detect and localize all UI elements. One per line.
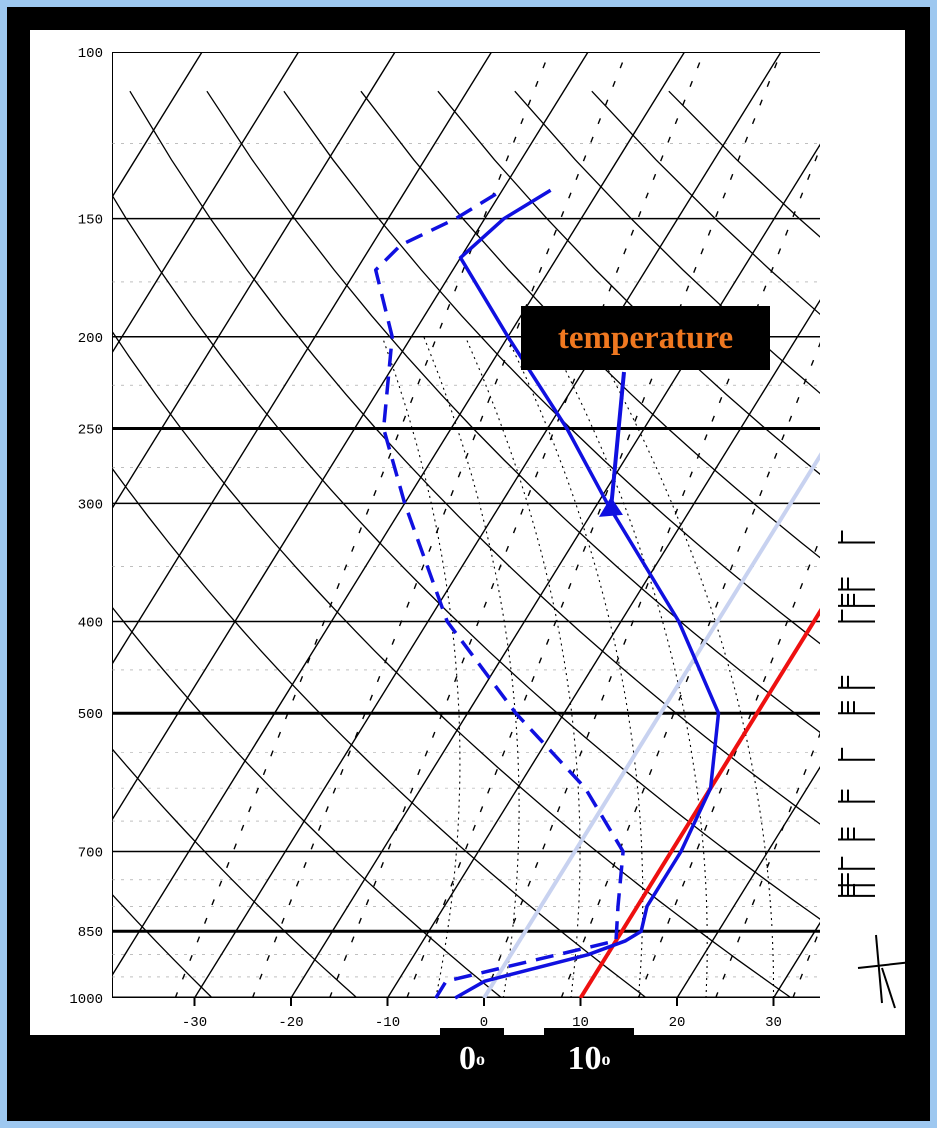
isotherm--60 [112, 52, 493, 666]
temp-tick-30: 30 [765, 1015, 782, 1031]
isotherm-20 [676, 766, 820, 998]
moist-adiabat-1 [423, 336, 520, 998]
pressure-tick-500: 500 [78, 707, 103, 723]
moist-adiabat-3 [506, 336, 644, 998]
temp-tick--10: -10 [375, 1015, 400, 1031]
isotherm--40 [112, 52, 686, 977]
moist-adiabat-2 [464, 336, 581, 998]
temperature-arrow-shaft [608, 371, 626, 510]
highlight-isotherm-10 [578, 607, 820, 998]
pressure-tick-200: 200 [78, 331, 103, 347]
isotherm--110 [0, 52, 9, 998]
dry-adiabat-350 [206, 90, 820, 734]
dry-adiabat-260 [112, 747, 359, 998]
dry-adiabat-320 [112, 193, 820, 920]
pressure-tick-850: 850 [78, 925, 103, 941]
temp-tick--20: -20 [278, 1015, 303, 1031]
ten-degree-mark: o [601, 1048, 611, 1069]
pressure-tick-300: 300 [78, 497, 103, 513]
pressure-tick-150: 150 [78, 213, 103, 229]
temp-tick--30: -30 [182, 1015, 207, 1031]
dry-adiabat-290 [112, 467, 648, 998]
moist-adiabat-4 [548, 336, 708, 998]
highlight-isotherm-0 [482, 452, 820, 998]
isotherm--20 [290, 143, 820, 998]
ten-degree-value: 10 [567, 1040, 602, 1077]
plot-background [30, 30, 905, 1035]
isotherm--10 [386, 299, 820, 998]
temp-tick-0: 0 [480, 1015, 488, 1031]
pressure-tick-1000: 1000 [69, 992, 103, 1008]
dry-adiabat-335 [129, 90, 820, 825]
dry-adiabat-275 [112, 605, 503, 998]
moist-adiabat-0 [381, 336, 461, 998]
moist-adiabat-5 [589, 336, 775, 998]
pressure-tick-400: 400 [78, 616, 103, 632]
isotherm-layer [482, 452, 820, 998]
isotherm--50 [112, 52, 589, 822]
dewpoint-profile [373, 188, 625, 999]
wind-layer [838, 530, 913, 1009]
tick-layer: 1001502002503004005007008501000-30-20-10… [69, 46, 782, 1031]
isotherm--70 [112, 52, 396, 510]
temperature-label: temperature [521, 306, 770, 370]
dry-adiabat-245 [112, 893, 214, 998]
temperature-profile [454, 188, 721, 1000]
pressure-tick-100: 100 [78, 46, 103, 62]
arrow-layer [598, 371, 626, 517]
wind-symbol-v [875, 934, 883, 1004]
wind-symbol-h [857, 961, 913, 969]
isotherm--80 [112, 52, 300, 355]
dry-adiabat-365 [283, 90, 820, 645]
zero-degree-value: 0 [459, 1040, 476, 1077]
temp-tick-10: 10 [572, 1015, 589, 1031]
dry-adiabat-395 [437, 90, 820, 475]
pressure-tick-700: 700 [78, 845, 103, 861]
dry-adiabat-305 [112, 330, 793, 998]
wind-symbol-d [881, 967, 896, 1009]
isotherm--30 [193, 52, 782, 998]
temperature-arrow-head [598, 496, 623, 517]
temp-tick-20: 20 [669, 1015, 686, 1031]
series-layer [373, 188, 721, 1000]
zero-degree-mark: o [476, 1048, 485, 1069]
dry-adiabat-380 [360, 90, 820, 559]
pressure-tick-250: 250 [78, 422, 103, 438]
